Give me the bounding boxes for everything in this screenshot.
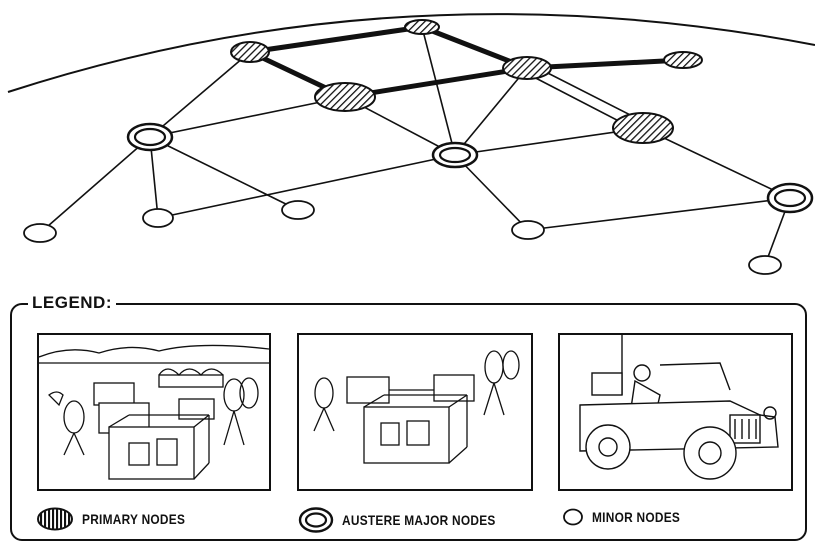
austere-node-icon xyxy=(298,507,334,533)
austere-node-illustration xyxy=(297,333,533,491)
horizon-arc xyxy=(7,13,815,93)
primary-node xyxy=(612,112,674,144)
primary-node xyxy=(663,51,703,69)
legend-item-austere: AUSTERE MAJOR NODES xyxy=(298,507,523,533)
primary-node xyxy=(502,56,552,80)
minor-node-icon xyxy=(563,508,583,526)
austere-node xyxy=(766,182,814,214)
austere-nodes xyxy=(126,122,814,214)
minor-node xyxy=(748,255,782,275)
legend-title: LEGEND: xyxy=(28,293,116,313)
primary-node-icon xyxy=(37,507,73,531)
network-diagram xyxy=(7,13,815,275)
minor-node-illustration xyxy=(558,333,793,491)
primary-nodes xyxy=(230,19,703,144)
minor-node xyxy=(511,220,545,240)
legend-item-minor: MINOR NODES xyxy=(562,507,696,527)
primary-node xyxy=(314,82,376,112)
legend-label-primary: PRIMARY NODES xyxy=(82,511,186,527)
legend-item-primary: PRIMARY NODES xyxy=(36,507,203,531)
austere-node xyxy=(126,122,174,152)
primary-node-illustration xyxy=(37,333,271,491)
legend-box xyxy=(10,303,807,541)
minor-node xyxy=(281,200,315,220)
austere-node xyxy=(431,141,479,169)
backbone-links xyxy=(247,24,686,100)
legend-label-minor: MINOR NODES xyxy=(592,509,681,525)
minor-node xyxy=(142,208,174,228)
legend-label-austere: AUSTERE MAJOR NODES xyxy=(342,512,496,528)
minor-node xyxy=(23,223,57,243)
primary-node xyxy=(404,19,440,35)
minor-nodes xyxy=(23,200,782,275)
primary-node xyxy=(230,41,270,63)
